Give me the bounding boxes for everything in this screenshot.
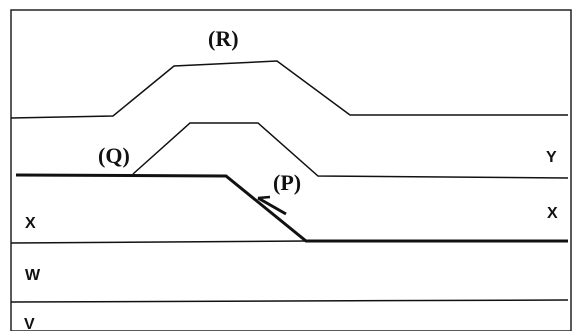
layer-label-y: Y <box>546 149 557 166</box>
label-r: (R) <box>208 26 239 51</box>
layer-label-w: W <box>25 267 41 284</box>
layer-label-v: V <box>24 316 35 331</box>
label-q: (Q) <box>98 143 130 168</box>
layer-label-x-right: X <box>547 205 558 222</box>
upper-surface-r <box>10 60 568 119</box>
slip-direction-arrow <box>257 195 287 216</box>
frame-border <box>10 9 572 331</box>
layer-label-x-left: X <box>25 215 36 232</box>
middle-surface-q <box>132 122 569 179</box>
thrust-fault-p <box>15 173 568 243</box>
label-p: (P) <box>273 170 301 195</box>
w-v-boundary <box>10 299 569 303</box>
lower-x-boundary <box>10 240 307 244</box>
